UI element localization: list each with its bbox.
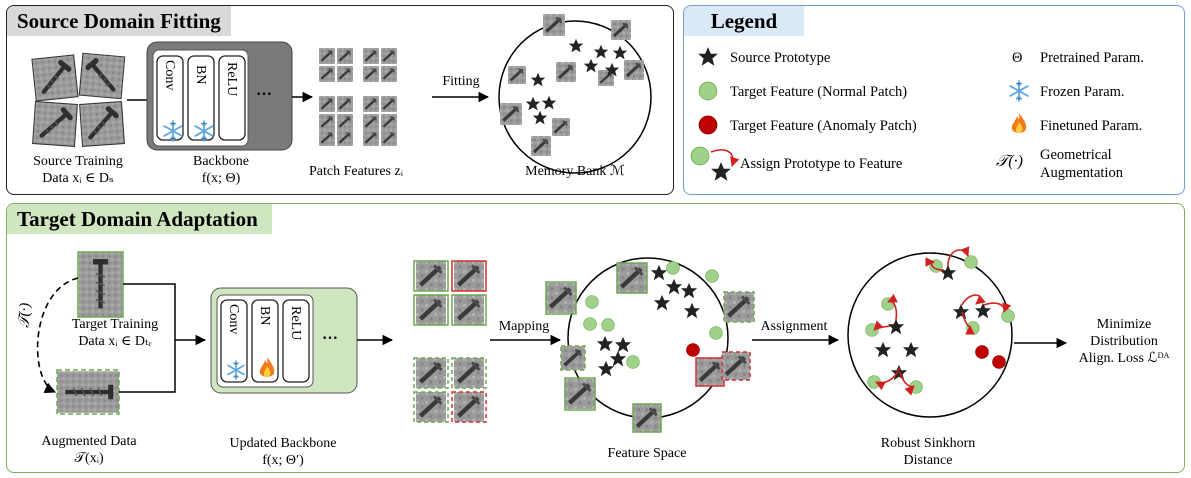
legend-finetuned: Finetuned Param.	[1040, 118, 1143, 134]
legend-source-prototype: Source Prototype	[730, 50, 831, 66]
legend-target-normal: Target Feature (Normal Patch)	[730, 84, 908, 100]
target-ellipsis: ···	[322, 330, 339, 347]
patch-features-label: Patch Features zᵢ	[308, 164, 404, 179]
source-backbone	[146, 41, 293, 151]
target-training-image	[77, 251, 124, 318]
legend-assign: Assign Prototype to Feature	[740, 156, 903, 172]
fitting-label: Fitting	[442, 74, 480, 89]
source-ellipsis: ···	[256, 86, 273, 103]
source-conv-label: Conv	[162, 60, 177, 91]
source-relu-label: ReLU	[224, 62, 239, 97]
target-relu-label: ReLU	[288, 306, 303, 341]
augmented-data-label: Augmented Data 𝒯(xᵢ)	[41, 434, 137, 466]
feature-space-label: Feature Space	[607, 446, 687, 461]
target-training-data-label: Target Training Data xᵢ ∈ Dₜᵣ	[71, 317, 159, 349]
transform-label: 𝒯(·)	[17, 302, 33, 328]
memory-bank	[498, 14, 652, 174]
legend-target-anomaly: Target Feature (Anomaly Patch)	[730, 118, 917, 134]
target-backbone	[210, 287, 358, 394]
loss-label: Minimize Distribution Align. Loss ℒᴰᴬ	[1078, 317, 1170, 366]
memory-bank-label: Memory Bank ℳ	[525, 164, 625, 179]
updated-backbone-label: Updated Backbone f(x; Θ′)	[229, 436, 337, 468]
sinkhorn-label: Robust Sinkhorn Distance	[880, 436, 976, 468]
target-conv-label: Conv	[226, 304, 241, 335]
target-patch-features	[413, 260, 487, 423]
legend-augmentation: Geometrical Augmentation	[1040, 147, 1123, 181]
legend-frozen: Frozen Param.	[1040, 84, 1125, 100]
sinkhorn-space	[847, 246, 1015, 418]
augmented-image	[56, 369, 120, 415]
target-panel-title: Target Domain Adaptation	[7, 204, 272, 234]
legend-icons	[690, 47, 1029, 181]
transform-symbol: 𝒯(·)	[996, 153, 1023, 170]
source-patch-features	[319, 48, 397, 146]
source-training-images	[31, 52, 126, 147]
legend-panel	[683, 5, 1185, 195]
source-backbone-label: Backbone f(x; Θ)	[193, 154, 249, 186]
source-bn-label: BN	[193, 65, 208, 85]
legend-title: Legend	[684, 6, 804, 36]
legend-pretrained: Pretrained Param.	[1040, 50, 1144, 66]
theta-symbol: Θ	[1012, 50, 1023, 66]
assignment-label: Assignment	[760, 319, 828, 334]
feature-space	[545, 257, 755, 433]
mapping-label: Mapping	[498, 319, 550, 334]
source-training-data-label: Source Training Data xᵢ ∈ Dₛ	[33, 154, 123, 186]
source-panel	[6, 5, 674, 195]
target-bn-label: BN	[257, 306, 272, 326]
target-panel	[6, 203, 1185, 473]
source-panel-title: Source Domain Fitting	[7, 6, 231, 36]
